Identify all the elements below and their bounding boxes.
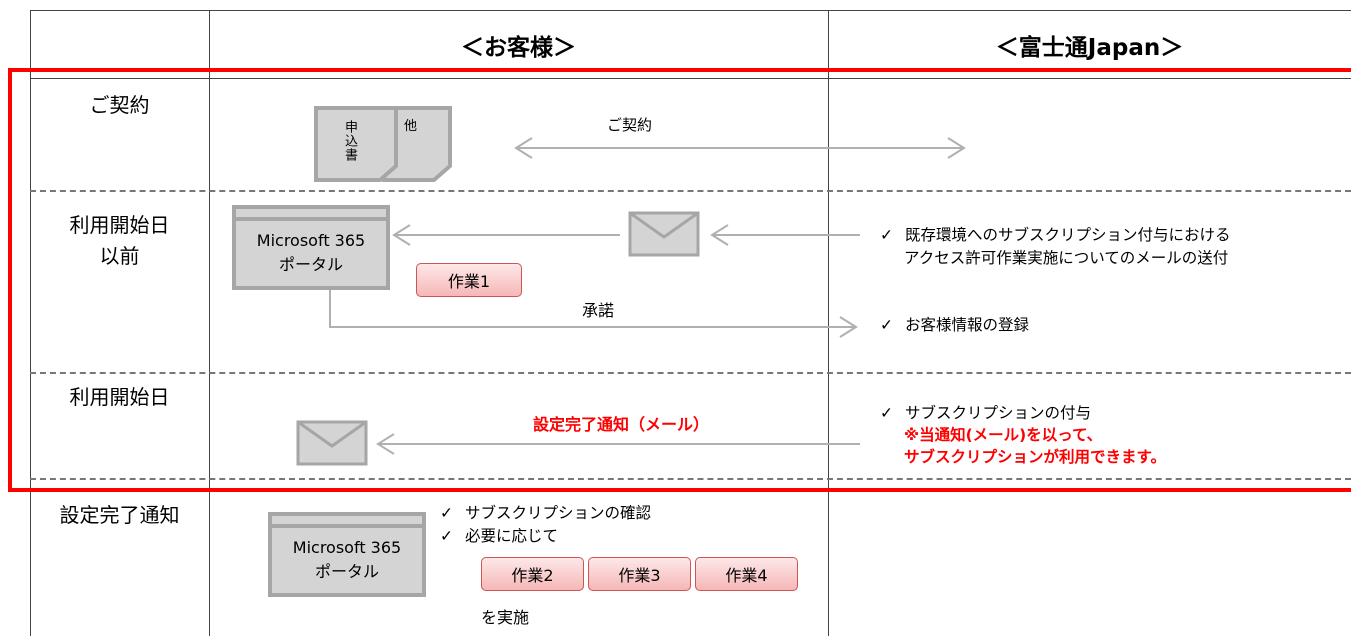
- fj-before-item2-text: お客様情報の登録: [905, 316, 1030, 334]
- fj-before-item2: ✓ お客様情報の登録: [880, 315, 1029, 336]
- check-icon: ✓: [880, 404, 893, 422]
- accept-label: 承諾: [582, 301, 615, 320]
- row-label-before: 利用開始日 以前: [30, 210, 209, 272]
- column-divider-2: [828, 10, 829, 636]
- contract-arrow-label: ご契約: [607, 116, 653, 134]
- mail-envelope-icon: [628, 211, 700, 257]
- fj-start-note-line1: ※当通知(メール)を以って、: [904, 426, 1103, 444]
- portal-icon-before: Microsoft 365 ポータル: [232, 205, 390, 290]
- task3-chip: 作業3: [588, 557, 691, 591]
- row-divider-1: [30, 190, 1351, 192]
- table-top-border: [30, 10, 1351, 11]
- notify-item1: ✓ サブスクリプションの確認: [440, 503, 651, 524]
- row-label-notify: 設定完了通知: [59, 503, 180, 527]
- task2-chip: 作業2: [481, 557, 584, 591]
- portal-line2: ポータル: [314, 562, 379, 581]
- fj-before-item1: ✓ 既存環境へのサブスクリプション付与における: [880, 225, 1231, 246]
- header-customer: ＜お客様＞: [461, 35, 576, 61]
- header-fujitsu: ＜富士通Japan＞: [995, 35, 1184, 61]
- fj-start-note-line2: サブスクリプションが利用できます。: [904, 448, 1166, 466]
- contract-double-arrow: [514, 137, 966, 159]
- portal-icon-notify: Microsoft 365 ポータル: [268, 512, 426, 597]
- fj-before-item1-line1: 既存環境へのサブスクリプション付与における: [905, 226, 1231, 244]
- fj-start-item1: ✓ サブスクリプションの付与: [880, 403, 1091, 424]
- highlight-frame: [8, 68, 1351, 492]
- check-icon: ✓: [880, 226, 893, 244]
- notice-label: 設定完了通知（メール）: [533, 415, 710, 434]
- portal-text-notify: Microsoft 365 ポータル: [272, 536, 422, 584]
- check-icon: ✓: [440, 504, 453, 522]
- notify-item2-text: 必要に応じて: [465, 527, 559, 545]
- row-label-before-line2: 以前: [99, 244, 140, 268]
- row-label-contract: ご契約: [89, 93, 150, 117]
- mail-envelope-icon: [296, 420, 368, 466]
- notice-arrow: [376, 433, 860, 455]
- portal-bar: [272, 524, 422, 528]
- notify-after-label: を実施: [481, 608, 530, 627]
- portal-line1: Microsoft 365: [292, 538, 402, 557]
- task4-chip: 作業4: [695, 557, 798, 591]
- portal-bar: [236, 217, 386, 221]
- table-left-border: [30, 10, 31, 636]
- portal-line2: ポータル: [278, 255, 343, 274]
- row-label-before-line1: 利用開始日: [69, 213, 170, 237]
- column-divider-1: [209, 10, 210, 636]
- document-back-label: 他: [404, 119, 418, 134]
- row-label-start-day: 利用開始日: [69, 385, 170, 409]
- row-divider-3: [30, 478, 1351, 480]
- before-arrows: [329, 224, 860, 338]
- fj-before-item1-cont: アクセス許可作業実施についてのメールの送付: [904, 249, 1229, 267]
- portal-line1: Microsoft 365: [256, 231, 366, 250]
- document-front-label: 申込書: [342, 120, 357, 162]
- notify-item1-text: サブスクリプションの確認: [465, 504, 652, 522]
- header-bottom-border: [30, 78, 1351, 79]
- notify-item2: ✓ 必要に応じて: [440, 526, 558, 547]
- check-icon: ✓: [880, 316, 893, 334]
- task1-chip: 作業1: [416, 263, 522, 297]
- check-icon: ✓: [440, 527, 453, 545]
- row-divider-2: [30, 372, 1351, 374]
- fj-start-item1-text: サブスクリプションの付与: [905, 404, 1092, 422]
- document-icons: [314, 106, 452, 182]
- portal-text-before: Microsoft 365 ポータル: [236, 229, 386, 277]
